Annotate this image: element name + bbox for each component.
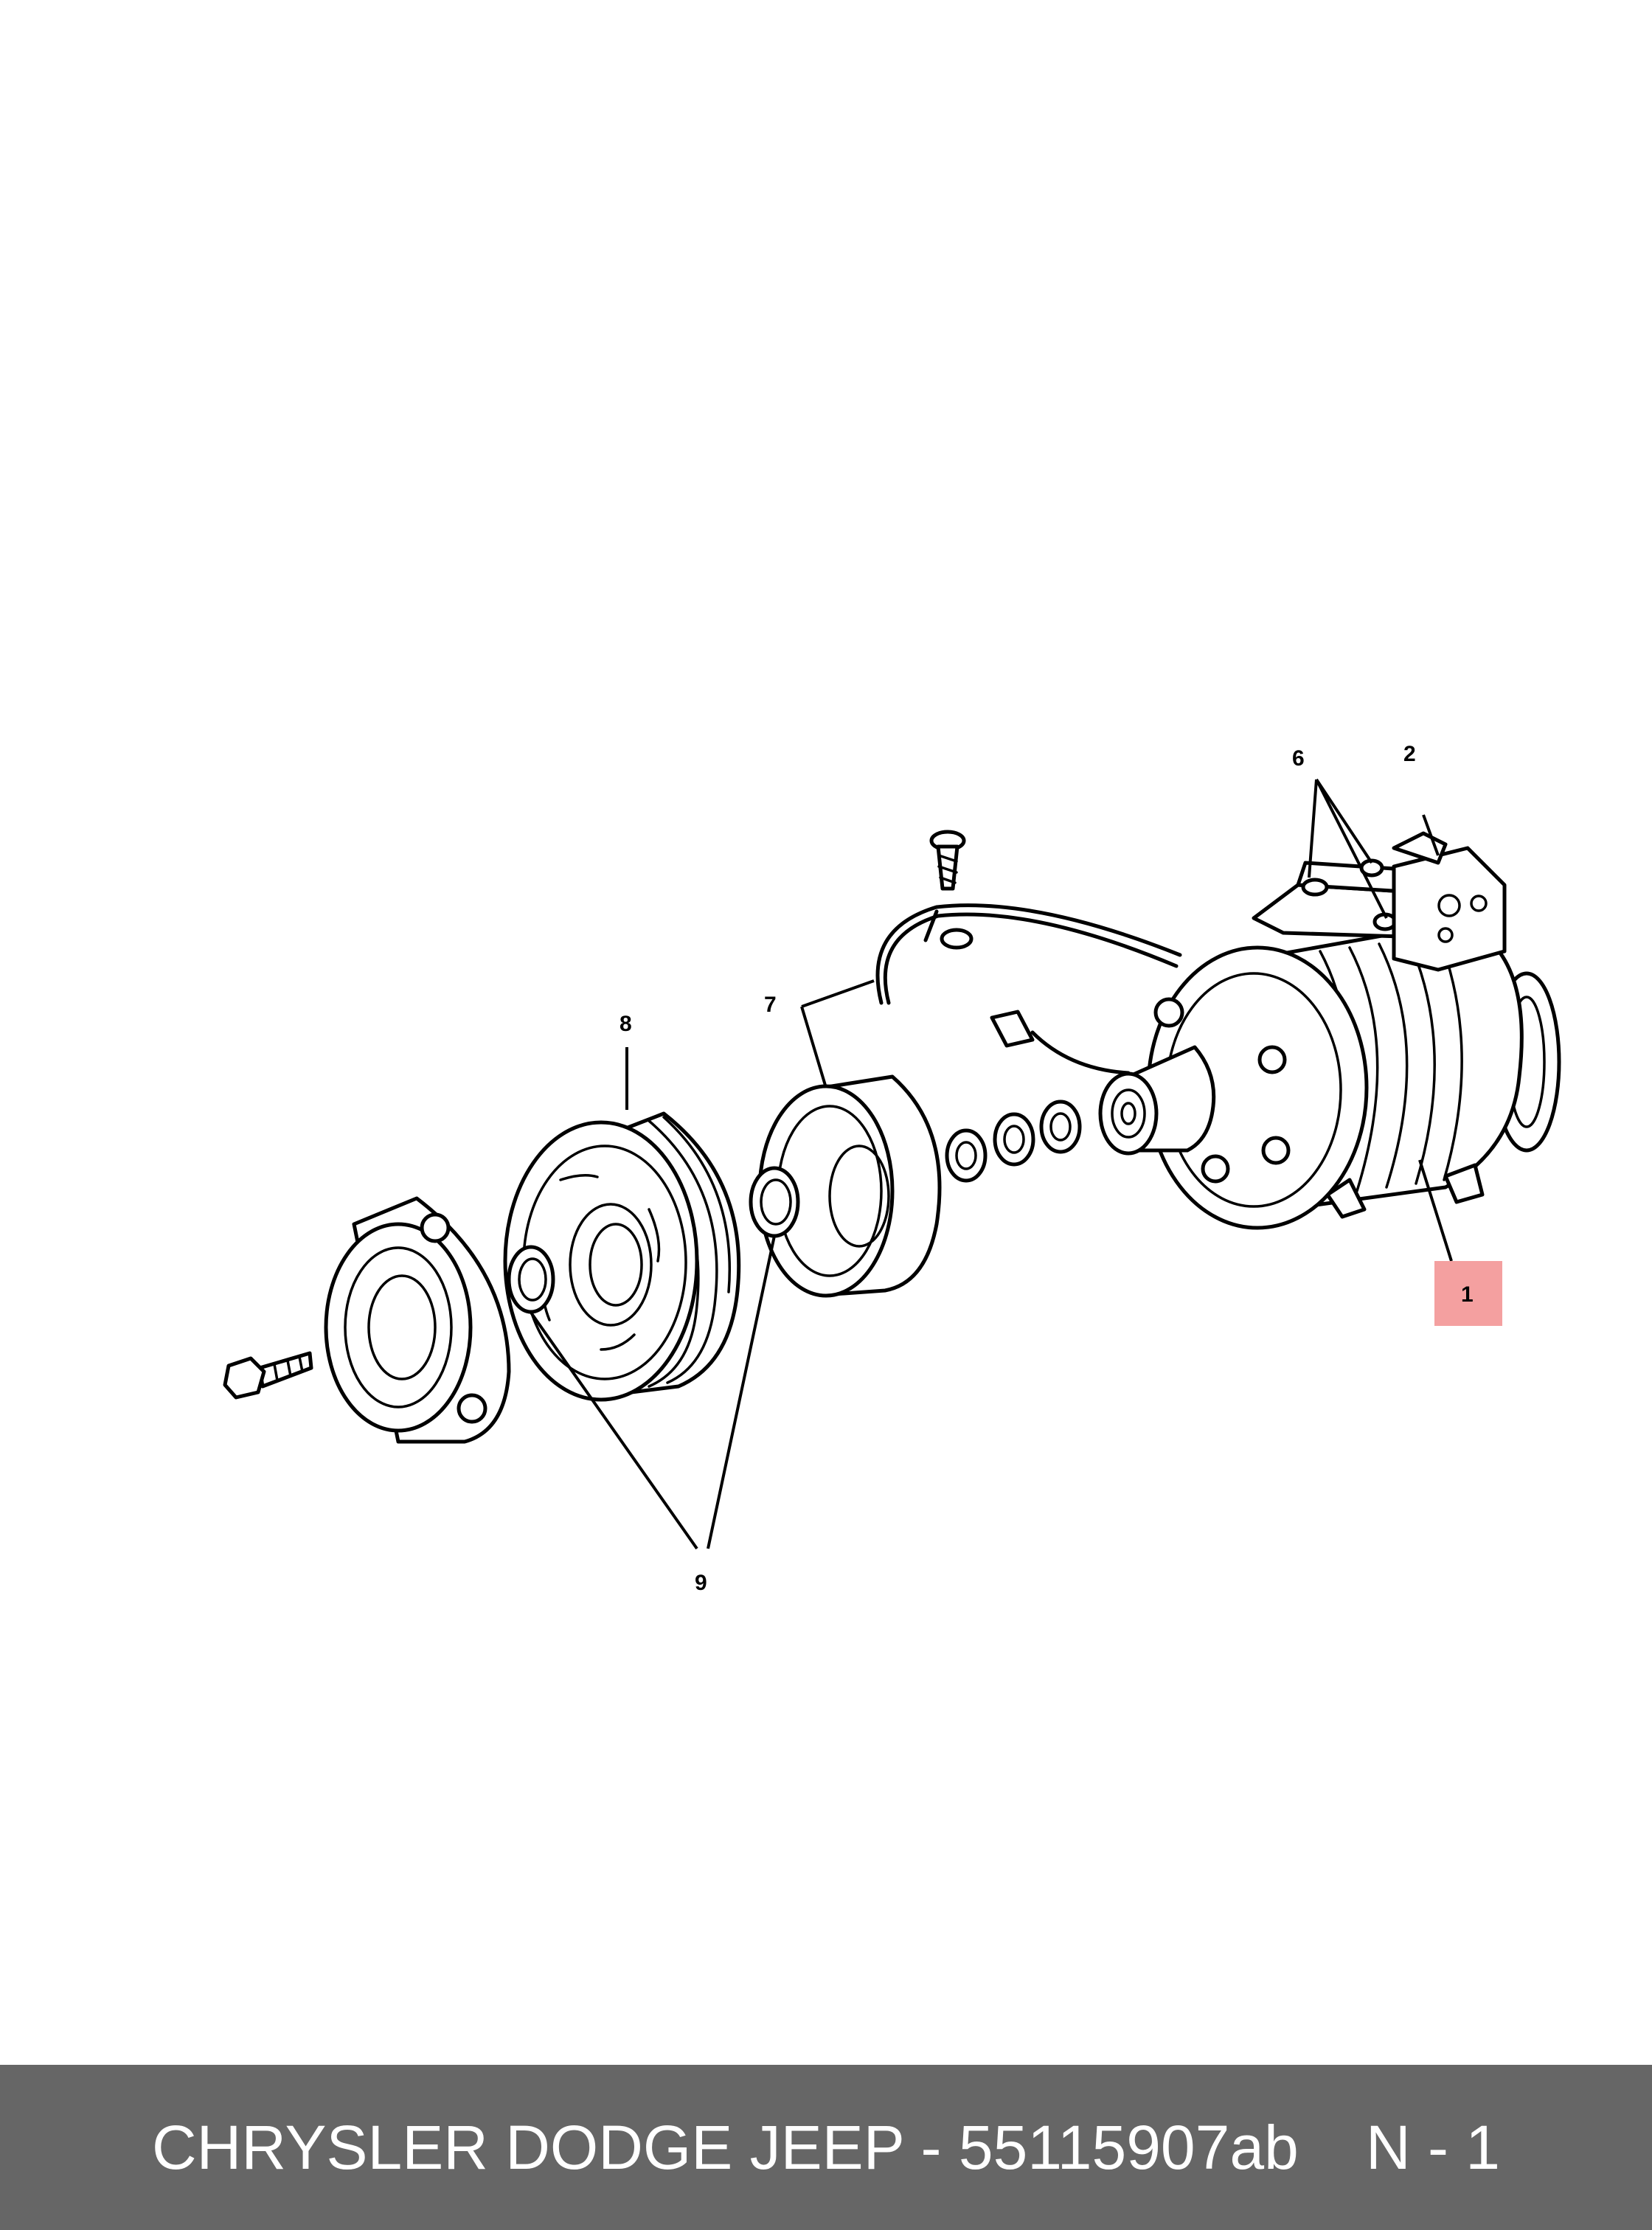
pulley: [503, 1111, 741, 1402]
footer-code: N - 1: [1366, 2113, 1501, 2182]
field-coil: [757, 1074, 942, 1298]
bolt: [223, 1351, 313, 1400]
callout-2: 2: [1403, 742, 1416, 766]
callout-8: 8: [620, 1012, 632, 1036]
wire-harness: [875, 903, 1182, 1075]
callout-7: 7: [764, 993, 777, 1017]
clutch-hub: [324, 1196, 511, 1444]
callout-1-highlight: [1434, 1261, 1502, 1326]
footer-bar: CHRYSLER DODGE JEEP - 55115907ab N - 1: [0, 2065, 1652, 2230]
shims: [945, 1100, 1082, 1183]
leader-lines: [530, 778, 1453, 1550]
footer-title: CHRYSLER DODGE JEEP - 55115907ab: [152, 2113, 1299, 2182]
screw: [929, 830, 966, 891]
callout-1: 1: [1461, 1282, 1474, 1307]
exploded-parts-diagram: 1 2 6 7 8 9: [223, 742, 1561, 1595]
compressor-body: [1098, 831, 1561, 1230]
callout-6: 6: [1292, 746, 1305, 771]
callout-9: 9: [695, 1571, 707, 1595]
snap-ring-right: [749, 1166, 800, 1238]
snap-ring-left: [507, 1245, 555, 1314]
